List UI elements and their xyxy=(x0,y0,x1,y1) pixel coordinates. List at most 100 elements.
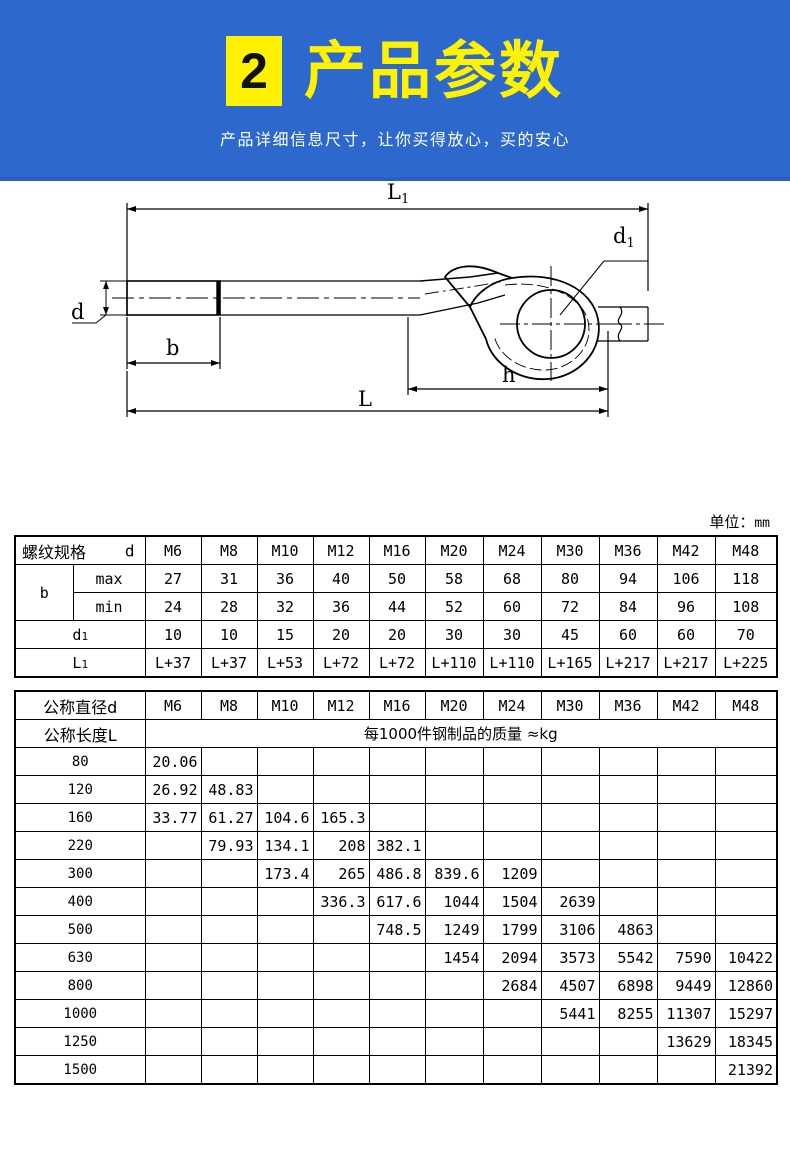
row-label-length: 500 xyxy=(14,915,146,944)
row-label-length: 300 xyxy=(14,859,146,888)
table-cell xyxy=(714,859,778,888)
table-cell xyxy=(656,831,716,860)
spec-tables-area: 螺纹规格 d M6 M8 M10 M12 M16 M20 M24 M30 M36… xyxy=(0,535,790,1085)
table-cell: M8 xyxy=(200,690,258,720)
table-cell xyxy=(656,775,716,804)
table-cell: 72 xyxy=(540,592,600,621)
table-cell xyxy=(256,943,314,972)
table-cell: 26.92 xyxy=(144,775,202,804)
eye-bolt-technical-drawing-svg: L1 d1 d b h L xyxy=(71,181,668,417)
table-cell xyxy=(144,831,202,860)
table-row: 1250 13629 18345 xyxy=(14,1027,778,1056)
table-cell xyxy=(256,1027,314,1056)
table-cell: M20 xyxy=(424,535,484,565)
header-nominal-length: 公称长度L xyxy=(14,719,146,748)
table-cell: 60 xyxy=(482,592,542,621)
table-cell xyxy=(312,943,370,972)
header-thread-spec-symbol: d xyxy=(124,541,135,560)
table-cell xyxy=(714,747,778,776)
table-cell xyxy=(482,747,542,776)
table-cell: 134.1 xyxy=(256,831,314,860)
row-label-length: 1000 xyxy=(14,999,146,1028)
table-row: 800 2684 4507 6898 9449 12860 xyxy=(14,971,778,1000)
table-cell xyxy=(144,1055,202,1085)
table-cell xyxy=(200,747,258,776)
table-cell: 6898 xyxy=(598,971,658,1000)
table-cell xyxy=(656,915,716,944)
table-cell: 2639 xyxy=(540,887,600,916)
table-cell: L+217 xyxy=(656,648,716,678)
table-cell xyxy=(256,775,314,804)
table-cell: 18345 xyxy=(714,1027,778,1056)
table-cell xyxy=(656,803,716,832)
row-label-length: 800 xyxy=(14,971,146,1000)
table-cell xyxy=(714,915,778,944)
row-label-length: 400 xyxy=(14,887,146,916)
table-cell: 118 xyxy=(714,564,778,593)
table-cell xyxy=(482,775,542,804)
table-row: 80 20.06 xyxy=(14,747,778,776)
table-cell: 208 xyxy=(312,831,370,860)
table-cell: M6 xyxy=(144,690,202,720)
table-cell: 32 xyxy=(256,592,314,621)
table-cell: 839.6 xyxy=(424,859,484,888)
row-label-length: 120 xyxy=(14,775,146,804)
table-cell: 33.77 xyxy=(144,803,202,832)
table-cell: 265 xyxy=(312,859,370,888)
table-cell xyxy=(144,943,202,972)
table-cell: L+217 xyxy=(598,648,658,678)
table-cell: 2094 xyxy=(482,943,542,972)
table-cell: M12 xyxy=(312,535,370,565)
table-cell: 20.06 xyxy=(144,747,202,776)
table-cell xyxy=(368,747,426,776)
table-cell: 80 xyxy=(540,564,600,593)
table-cell xyxy=(312,971,370,1000)
table-cell xyxy=(256,747,314,776)
mass-caption: 每1000件钢制品的质量 ≈kg xyxy=(144,719,778,748)
row-label-L1: L1 xyxy=(14,648,146,678)
table-cell: 5441 xyxy=(540,999,600,1028)
table-cell xyxy=(540,1027,600,1056)
table-cell xyxy=(714,831,778,860)
table-cell: L+110 xyxy=(424,648,484,678)
section-number-badge: 2 xyxy=(225,36,282,106)
table-cell: 4863 xyxy=(598,915,658,944)
table-cell xyxy=(368,803,426,832)
table-cell xyxy=(424,803,484,832)
table-row-thread-sizes: 螺纹规格 d M6 M8 M10 M12 M16 M20 M24 M30 M36… xyxy=(14,535,778,565)
table-cell xyxy=(598,775,658,804)
row-label-L1-base: L xyxy=(72,653,82,672)
label-L1: L1 xyxy=(387,181,409,207)
table-cell xyxy=(482,1027,542,1056)
table-cell xyxy=(144,999,202,1028)
table-cell xyxy=(312,1055,370,1085)
label-L: L xyxy=(358,387,372,411)
table-cell xyxy=(482,999,542,1028)
table-cell xyxy=(598,859,658,888)
table-cell xyxy=(656,887,716,916)
table-cell: M36 xyxy=(598,535,658,565)
table-cell xyxy=(200,887,258,916)
table-cell: 336.3 xyxy=(312,887,370,916)
table-cell xyxy=(200,999,258,1028)
unit-note-value: mm xyxy=(754,516,770,531)
row-group-label-b: b xyxy=(14,564,74,621)
table-cell xyxy=(200,915,258,944)
table-cell: 173.4 xyxy=(256,859,314,888)
table-cell xyxy=(540,831,600,860)
table-cell xyxy=(368,999,426,1028)
table-cell: 1504 xyxy=(482,887,542,916)
table-cell: M10 xyxy=(256,690,314,720)
label-d1: d1 xyxy=(613,224,635,251)
table-cell: L+37 xyxy=(144,648,202,678)
table-row-b-min: min 24 28 32 36 44 52 60 72 84 96 108 xyxy=(15,592,778,621)
table-cell: 58 xyxy=(424,564,484,593)
table-cell: 61.27 xyxy=(200,803,258,832)
table-cell: 617.6 xyxy=(368,887,426,916)
table-cell xyxy=(656,1055,716,1085)
table-cell xyxy=(144,859,202,888)
table-cell xyxy=(598,887,658,916)
table-cell xyxy=(598,803,658,832)
table-cell: 8255 xyxy=(598,999,658,1028)
table-cell: L+37 xyxy=(200,648,258,678)
